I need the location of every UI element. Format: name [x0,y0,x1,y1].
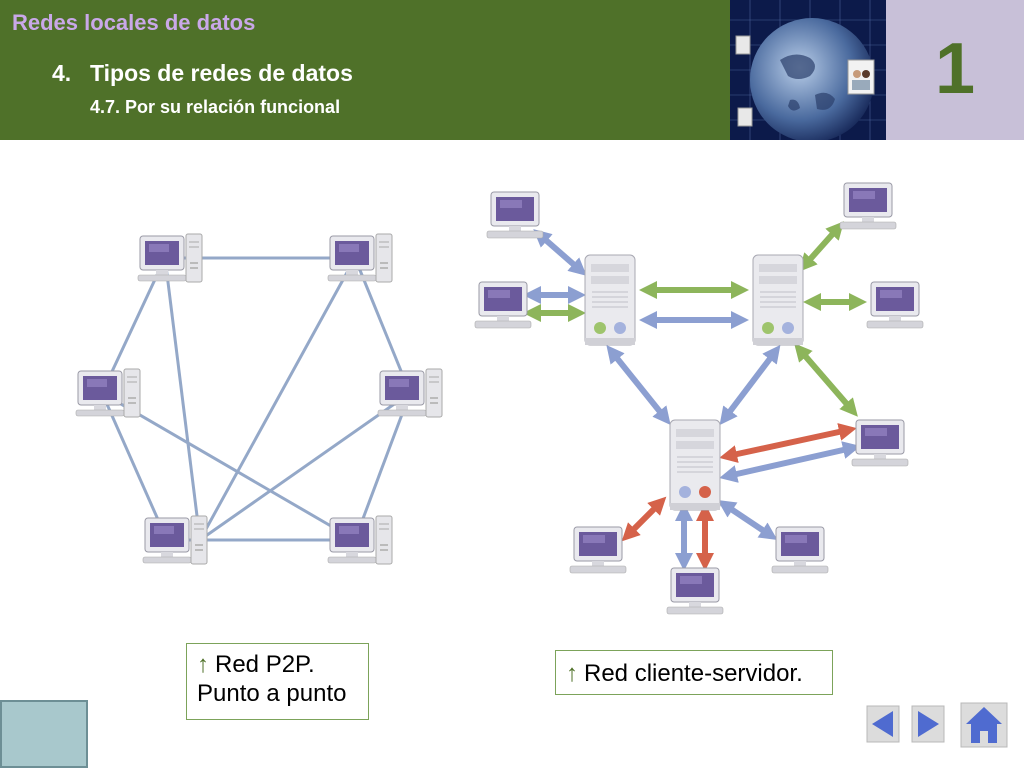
section-title: Tipos de redes de datos [90,60,353,86]
cs-links [523,221,867,571]
p2p-computer-icon [377,368,443,418]
p2p-caption: ↑Red P2P. Punto a punto [186,643,369,720]
course-title: Redes locales de datos [12,10,256,35]
client-server-network [474,182,924,615]
server-icon [669,419,721,511]
arrow-left-icon [866,705,900,743]
client-server-caption: ↑Red cliente-servidor. [555,650,833,695]
p2p-links [100,256,412,542]
corner-decoration [0,700,88,768]
subsection-title: 4.7. Por su relación funcional [90,97,341,117]
client-computer-icon [851,419,909,467]
client-computer-icon [486,191,544,239]
client-computer-icon [569,526,627,574]
p2p-computer-icon [137,233,203,283]
client-computer-icon [866,281,924,329]
home-icon [960,702,1008,748]
p2p-computer-icon [327,233,393,283]
p2p-caption-line2: Punto a punto [197,680,347,707]
p2p-computer-icon [75,368,141,418]
arrow-up-icon: ↑ [197,651,209,678]
p2p-network [75,233,443,565]
client-server-caption-text: Red cliente-servidor. [584,660,803,687]
arrow-right-icon [911,705,945,743]
previous-slide-button[interactable] [866,705,900,745]
client-computer-icon [839,182,897,230]
server-icon [584,254,636,346]
client-computer-icon [474,281,532,329]
section-number: 4. [52,60,72,86]
network-diagrams [75,182,924,615]
arrow-up-icon: ↑ [566,660,578,687]
next-slide-button[interactable] [911,705,945,745]
client-computer-icon [666,567,724,615]
client-computer-icon [771,526,829,574]
p2p-computer-icon [327,515,393,565]
unit-number-box: 1 [886,0,1024,140]
slide-header: Redes locales de datos 4. Tipos de redes… [0,0,730,140]
unit-number: 1 [934,29,976,109]
server-icon [752,254,804,346]
p2p-computer-icon [142,515,208,565]
globe-network-photo [730,0,886,140]
p2p-caption-line1: Red P2P. [215,651,315,678]
home-button[interactable] [960,702,1008,748]
